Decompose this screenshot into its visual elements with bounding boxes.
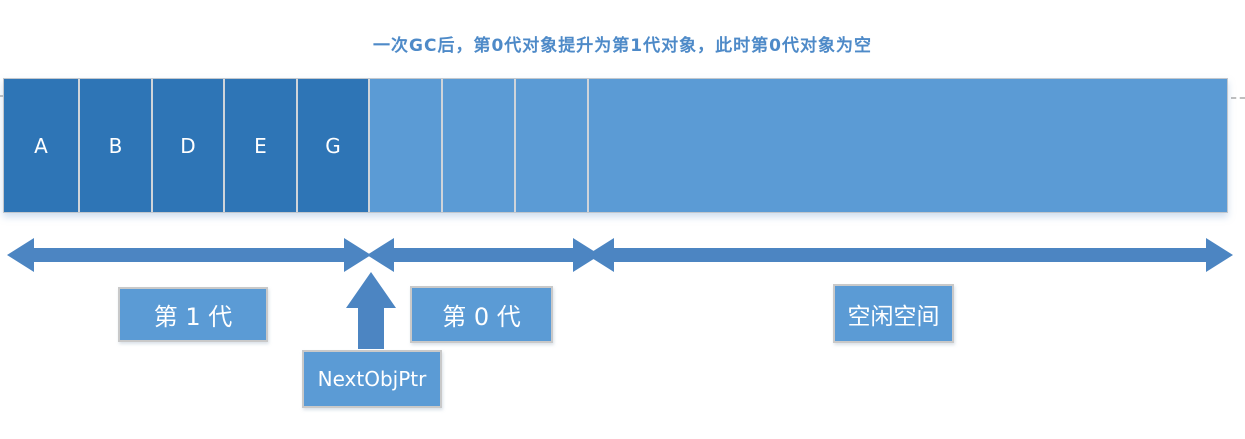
gen0-empty-cell [516, 79, 589, 212]
gen1-label: 第 1 代 [153, 303, 233, 331]
gen1-cell-e: E [225, 79, 298, 212]
gen0-empty-cell [443, 79, 516, 212]
left-tick-mark [0, 95, 4, 97]
gen0-empty-cell [370, 79, 443, 212]
right-dashed-tick [1231, 97, 1245, 99]
gen0-label-box: 第 0 代 [410, 286, 553, 343]
free-space-cell [589, 79, 1227, 212]
diagram-title: 一次GC后，第0代对象提升为第1代对象，此时第0代对象为空 [373, 36, 872, 56]
free-space-label: 空闲空间 [847, 303, 940, 330]
gen1-cell-b: B [80, 79, 153, 212]
nextobjptr-up-arrow [346, 272, 396, 349]
nextobjptr-label-box: NextObjPtr [302, 350, 442, 408]
cell-letter: B [108, 133, 123, 158]
cell-letter: D [180, 133, 196, 158]
free-space-range-arrow [587, 238, 1233, 272]
gen0-label: 第 0 代 [442, 303, 521, 331]
memory-bar: A B D E G [3, 78, 1228, 213]
gen1-label-box: 第 1 代 [118, 287, 268, 342]
free-space-label-box: 空闲空间 [833, 284, 954, 343]
cell-letter: E [254, 133, 267, 158]
gen1-range-arrow [7, 238, 371, 272]
gen1-cell-a: A [4, 79, 80, 212]
gen1-cell-d: D [153, 79, 225, 212]
gen0-range-arrow [367, 238, 600, 272]
gen1-cell-g: G [298, 79, 370, 212]
cell-letter: G [325, 133, 341, 158]
cell-letter: A [34, 133, 48, 158]
nextobjptr-label: NextObjPtr [317, 367, 427, 391]
